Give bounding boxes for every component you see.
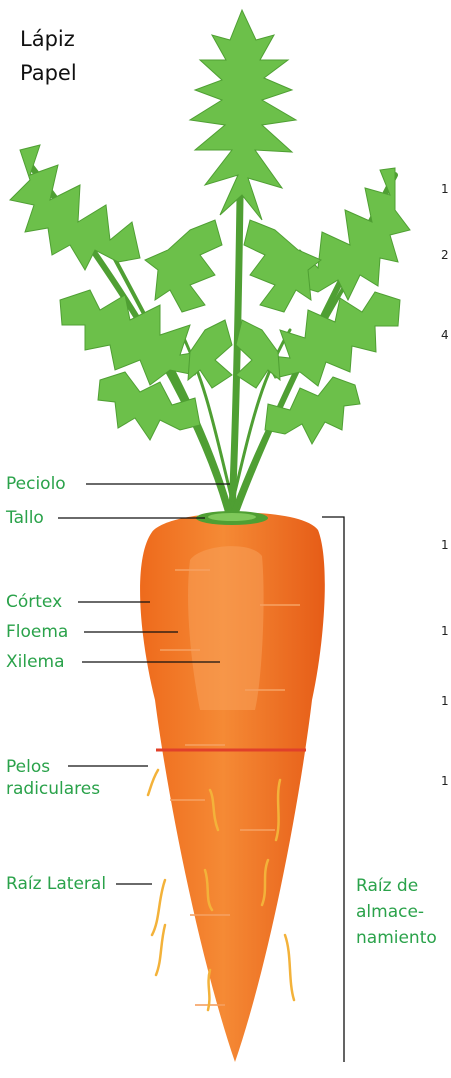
label-cortex: Córtex [6, 591, 62, 613]
edge-mark: 1 [441, 538, 451, 552]
label-floema: Floema [6, 621, 68, 643]
label-peciolo: Peciolo [6, 473, 66, 495]
edge-mark: 1 [441, 182, 451, 196]
label-pelos-radiculares: Pelos radiculares [6, 756, 100, 800]
edge-mark: 1 [441, 774, 451, 788]
label-xilema: Xilema [6, 651, 65, 673]
edge-mark: 1 [441, 624, 451, 638]
label-raiz-almacenamiento: Raíz de almace- namiento [356, 873, 437, 951]
edge-mark: 1 [441, 694, 451, 708]
label-raiz-lateral: Raíz Lateral [6, 873, 106, 895]
carrot-root [140, 511, 325, 1062]
label-tallo: Tallo [6, 507, 44, 529]
edge-mark: 2 [441, 248, 451, 262]
carrot-leaves [10, 10, 410, 444]
edge-mark: 4 [441, 328, 451, 342]
